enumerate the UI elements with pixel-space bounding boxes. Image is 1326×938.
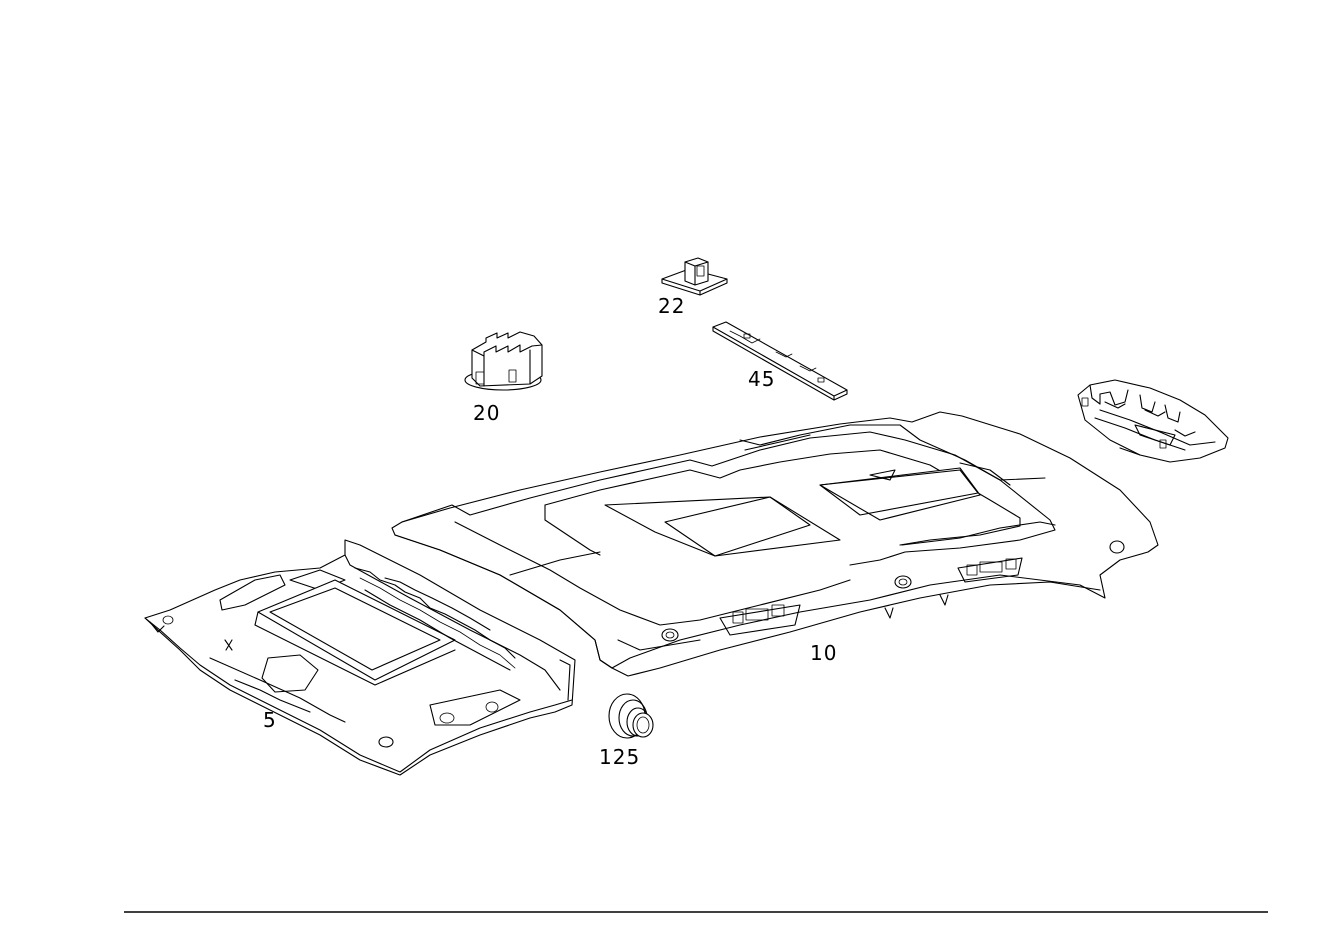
- callout-45: 45: [748, 367, 775, 391]
- part-22-clip: [661, 257, 728, 296]
- callout-22: 22: [658, 294, 685, 318]
- callout-125: 125: [599, 745, 640, 769]
- callout-10: 10: [810, 641, 837, 665]
- part-20-housing: [464, 331, 543, 391]
- part-10-headliner: [391, 411, 1159, 677]
- part-45-bracket: [712, 321, 848, 401]
- callout-5: 5: [263, 708, 277, 732]
- part-5-headliner: [144, 539, 576, 776]
- callout-20: 20: [473, 401, 500, 425]
- part-125-grommet: [608, 693, 654, 739]
- mounting-frame-unlabeled: [1077, 379, 1229, 463]
